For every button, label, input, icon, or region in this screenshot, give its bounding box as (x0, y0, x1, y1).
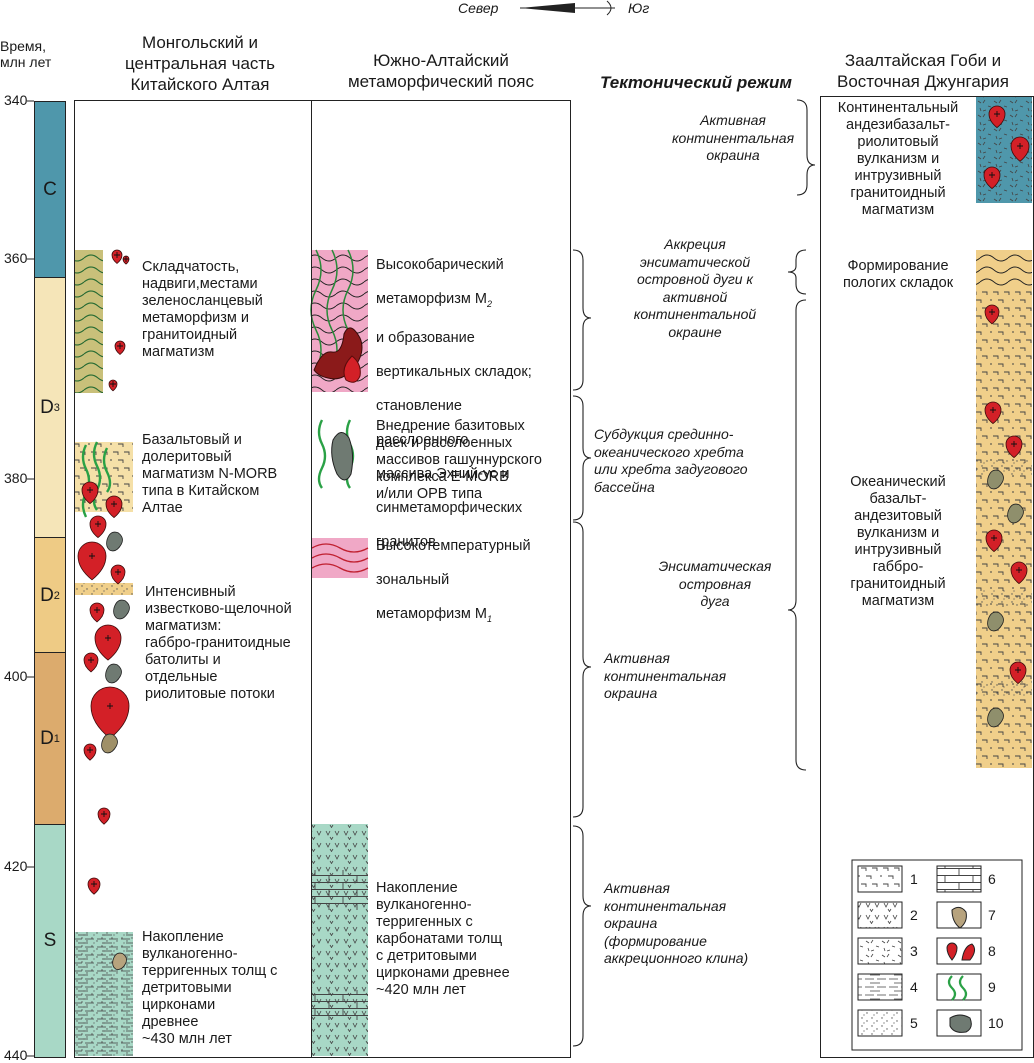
granite-drop-symbol (94, 624, 122, 661)
tick-400: 400 (4, 668, 28, 684)
legend-num-2: 2 (910, 907, 918, 923)
tick-380: 380 (4, 470, 28, 486)
plus-mark (87, 487, 93, 493)
tick-420: 420 (4, 858, 28, 874)
south-altai-header: Южно-Алтайский метаморфический пояс (347, 51, 535, 91)
period-s: S (34, 824, 66, 1058)
plus-mark (990, 407, 996, 413)
trans-altai-header: Заалтайская Гоби и Восточная Джунгария (836, 51, 1009, 91)
tick-360: 360 (4, 250, 28, 266)
mafic-body-symbol (987, 707, 1004, 728)
mongol-calc-alkaline-note: Интенсивный известково-щелочной магматиз… (145, 584, 292, 702)
tectonic-regime-4: Энсиматическая островная дуга (658, 558, 772, 609)
plus-mark (994, 111, 1000, 117)
mongol-column-fills (75, 250, 133, 1056)
intrusion-symbols (77, 105, 1030, 970)
plus-mark (110, 381, 116, 387)
mafic-body-symbol (987, 469, 1004, 490)
legend-num-3: 3 (910, 943, 918, 959)
granite-drop-symbol (90, 686, 130, 739)
south-altai-accumulation-note: Накопление вулканогенно- терригенных с к… (376, 880, 510, 998)
legend-num-5: 5 (910, 1015, 918, 1031)
mafic-body-symbol (106, 531, 123, 552)
plus-mark (91, 881, 97, 887)
tectonic-regime-5: Активная континентальная окраина (604, 650, 727, 701)
tectonic-regime-6: Активная континентальная окраина (формир… (604, 880, 749, 966)
direction-arrow (520, 0, 615, 16)
period-c: C (34, 101, 66, 279)
plus-mark (1017, 143, 1023, 149)
mafic-body-symbol (101, 733, 118, 754)
tectonic-header: Тектонический режим (600, 73, 792, 92)
legend-num-6: 6 (988, 871, 996, 887)
granite-drop-symbol (1010, 136, 1030, 162)
south-altai-column (311, 100, 571, 1058)
mafic-body-symbol (113, 599, 130, 620)
trans-altai-oceanic-note: Океанический базальт- андезитовый вулкан… (850, 474, 946, 609)
plus-mark (115, 569, 121, 575)
north-label: Север (458, 0, 499, 16)
plus-mark (123, 256, 129, 262)
plus-mark (1016, 567, 1022, 573)
mafic-body-symbol (1007, 503, 1024, 524)
time-axis-title: Время, млн лет (0, 38, 52, 70)
plus-mark (989, 172, 995, 178)
plus-mark (111, 501, 117, 507)
trans-altai-fills (976, 96, 1032, 768)
mongol-folding-note: Складчатость, надвиги,местами зеленослан… (142, 259, 263, 360)
mongol-header: Монгольский и центральная часть Китайско… (124, 33, 276, 94)
tick-340: 340 (4, 92, 28, 108)
south-altai-hp-note: Высокобарический метаморфизм M2 и образо… (376, 257, 532, 550)
plus-mark (89, 553, 95, 559)
south-altai-ht-note: Высокотемпературный зональный метаморфиз… (376, 538, 531, 624)
legend-num-4: 4 (910, 979, 918, 995)
plus-mark (1011, 441, 1017, 447)
plus-mark (114, 252, 120, 258)
mongol-accumulation-note: Накопление вулканогенно- терригенных тол… (142, 929, 278, 1047)
tectonic-braces (572, 99, 816, 1047)
legend-num-8: 8 (988, 943, 996, 959)
south-altai-fills (310, 249, 369, 1056)
south-label: Юг (628, 0, 650, 16)
mafic-body-symbol (987, 611, 1004, 632)
tectonic-regime-2: Аккреция энсиматической островной дуги к… (633, 236, 757, 340)
plus-mark (991, 535, 997, 541)
plus-mark (88, 657, 94, 663)
plus-mark (94, 607, 100, 613)
trans-altai-folds-note: Формирование пологих складок (842, 258, 954, 291)
legend-num-7: 7 (988, 907, 996, 923)
plus-mark (101, 811, 107, 817)
south-altai-mafic-note: Внедрение базитовых даек и расслоенных м… (376, 418, 542, 502)
legend-num-10: 10 (988, 1015, 1004, 1031)
granite-drop-symbol (77, 541, 107, 581)
legend-swatches (851, 859, 1023, 1051)
plus-mark (107, 703, 113, 709)
legend-num-9: 9 (988, 979, 996, 995)
time-ticks (27, 100, 34, 1057)
mongol-column (74, 100, 312, 1058)
plus-mark (1015, 667, 1021, 673)
tectonic-regime-1: Активная континентальная окраина (671, 112, 795, 163)
mafic-body-symbol (105, 663, 122, 684)
trans-altai-volcanism-note: Континентальный андезибазальт- риолитовы… (837, 100, 959, 218)
plus-mark (117, 343, 123, 349)
plus-mark (105, 635, 111, 641)
plus-mark (87, 747, 93, 753)
tick-440: 440 (4, 1047, 28, 1063)
plus-mark (95, 521, 101, 527)
mafic-body-symbol (112, 952, 127, 970)
mongol-basalt-note: Базальтовый и долеритовый магматизм N-MO… (142, 432, 278, 516)
legend-num-1: 1 (910, 871, 918, 887)
plus-mark (989, 309, 995, 315)
tectonic-regime-3: Субдукция срединно- океанического хребта… (594, 426, 748, 495)
